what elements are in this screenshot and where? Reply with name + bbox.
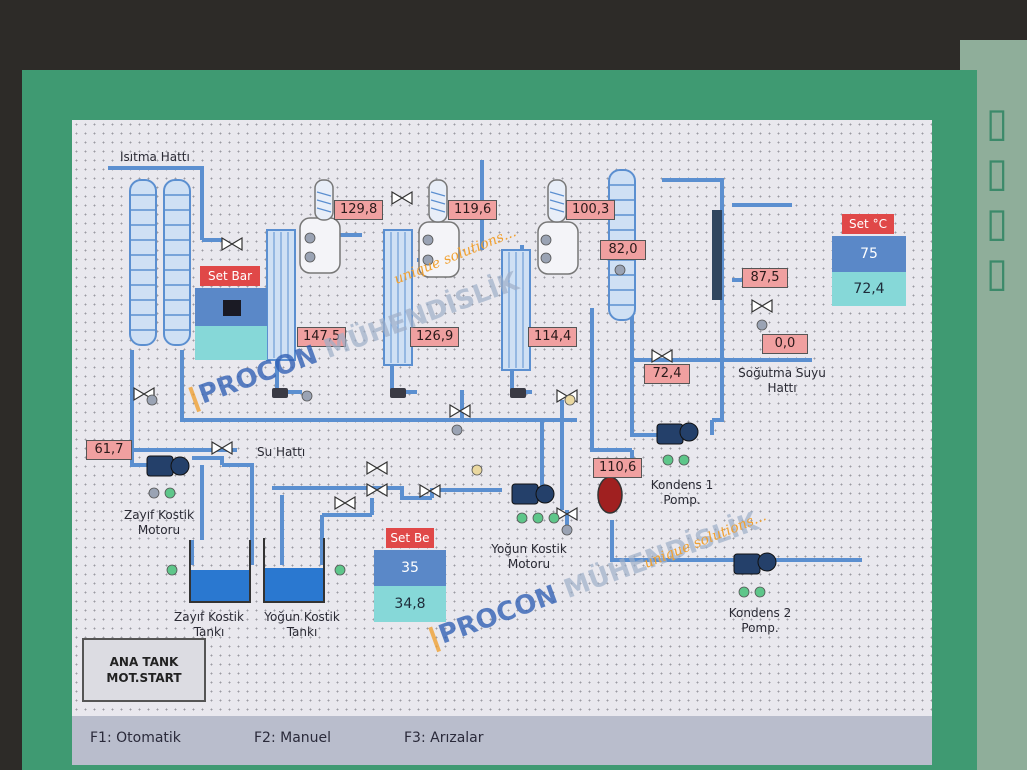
f1-auto-key[interactable]: F1: Otomatik xyxy=(90,730,181,746)
grid-background xyxy=(72,120,932,715)
strong-caustic-motor-label: Yoğun Kostik Motoru xyxy=(491,542,567,571)
heating-line-label: Isıtma Hattı xyxy=(120,150,190,164)
evap2-bottom-temp: 126,9 xyxy=(410,327,460,347)
condensate-2-pipe xyxy=(610,520,862,562)
strong-feed-2 xyxy=(322,498,374,517)
column-top-temp: 82,0 xyxy=(600,240,646,260)
hmi-screen: Isıtma Hattı Su Hattı Soğutma Suyu Hattı… xyxy=(72,120,932,765)
condenser-pump-1-label: Kondens 1 Pomp. xyxy=(650,478,714,507)
vessel-temp: 110,6 xyxy=(593,458,643,478)
f3-faults-key[interactable]: F3: Arızalar xyxy=(404,730,484,746)
main-tank-motor-start-button[interactable]: ANA TANK MOT.START xyxy=(82,638,206,702)
evap2-top-temp: 119,6 xyxy=(448,200,498,220)
left-line-temp: 61,7 xyxy=(86,440,132,460)
f2-manual-key[interactable]: F2: Manuel xyxy=(254,730,332,746)
weak-caustic-tank-label: Zayıf Kostik Tankı xyxy=(174,610,244,639)
column-bottom-temp: 72,4 xyxy=(644,364,690,384)
set-c-header: Set °C xyxy=(842,214,894,234)
water-line-label: Su Hattı xyxy=(257,445,306,459)
pipe-network xyxy=(108,160,862,565)
cooling-water-line-label: Soğutma Suyu Hattı xyxy=(738,366,826,395)
cooling-water-temp: 0,0 xyxy=(762,334,808,354)
heating-pipe xyxy=(108,166,222,242)
left-motor-feed xyxy=(130,440,152,467)
feed-to-pump xyxy=(430,488,502,498)
panel-logo: ▯▯▯▯ xyxy=(974,100,1020,300)
set-c-actual: 72,4 xyxy=(832,272,906,306)
strong-caustic-tank-label: Yoğun Kostik Tankı xyxy=(264,610,340,639)
evap3-return xyxy=(590,308,632,452)
set-be-setpoint[interactable]: 35 xyxy=(374,550,446,586)
set-bar-display-block xyxy=(223,300,241,316)
evaporators xyxy=(266,179,579,371)
strong-feed-1 xyxy=(272,486,432,500)
heating-columns xyxy=(129,179,191,346)
condenser-pump-2-label: Kondens 2 Pomp. xyxy=(728,606,792,635)
evap1-top-temp: 129,8 xyxy=(334,200,384,220)
set-c-setpoint[interactable]: 75 xyxy=(832,236,906,272)
function-key-bar: F1: Otomatik F2: Manuel F3: Arızalar xyxy=(72,716,932,765)
water-line-pipe xyxy=(192,456,254,550)
drain-ball-valves xyxy=(272,388,526,398)
set-bar-actual xyxy=(195,326,267,360)
right-valve-temp: 87,5 xyxy=(742,268,788,288)
flash-vessel xyxy=(597,476,623,514)
evap3-top-temp: 100,3 xyxy=(566,200,616,220)
weak-tank-pipes xyxy=(190,540,254,565)
pumps xyxy=(146,422,777,575)
evap3-bottom-temp: 114,4 xyxy=(528,327,578,347)
process-diagram xyxy=(108,160,862,603)
set-be-actual: 34,8 xyxy=(374,586,446,622)
status-indicators xyxy=(146,232,768,598)
caustic-tanks xyxy=(189,538,325,603)
weak-caustic-motor-label: Zayıf Kostik Motoru xyxy=(124,508,194,537)
evap1-bottom-temp: 147,5 xyxy=(297,327,347,347)
set-bar-header: Set Bar xyxy=(200,266,260,286)
set-be-header: Set Be xyxy=(386,528,434,548)
strong-tank-pipes xyxy=(280,495,324,565)
